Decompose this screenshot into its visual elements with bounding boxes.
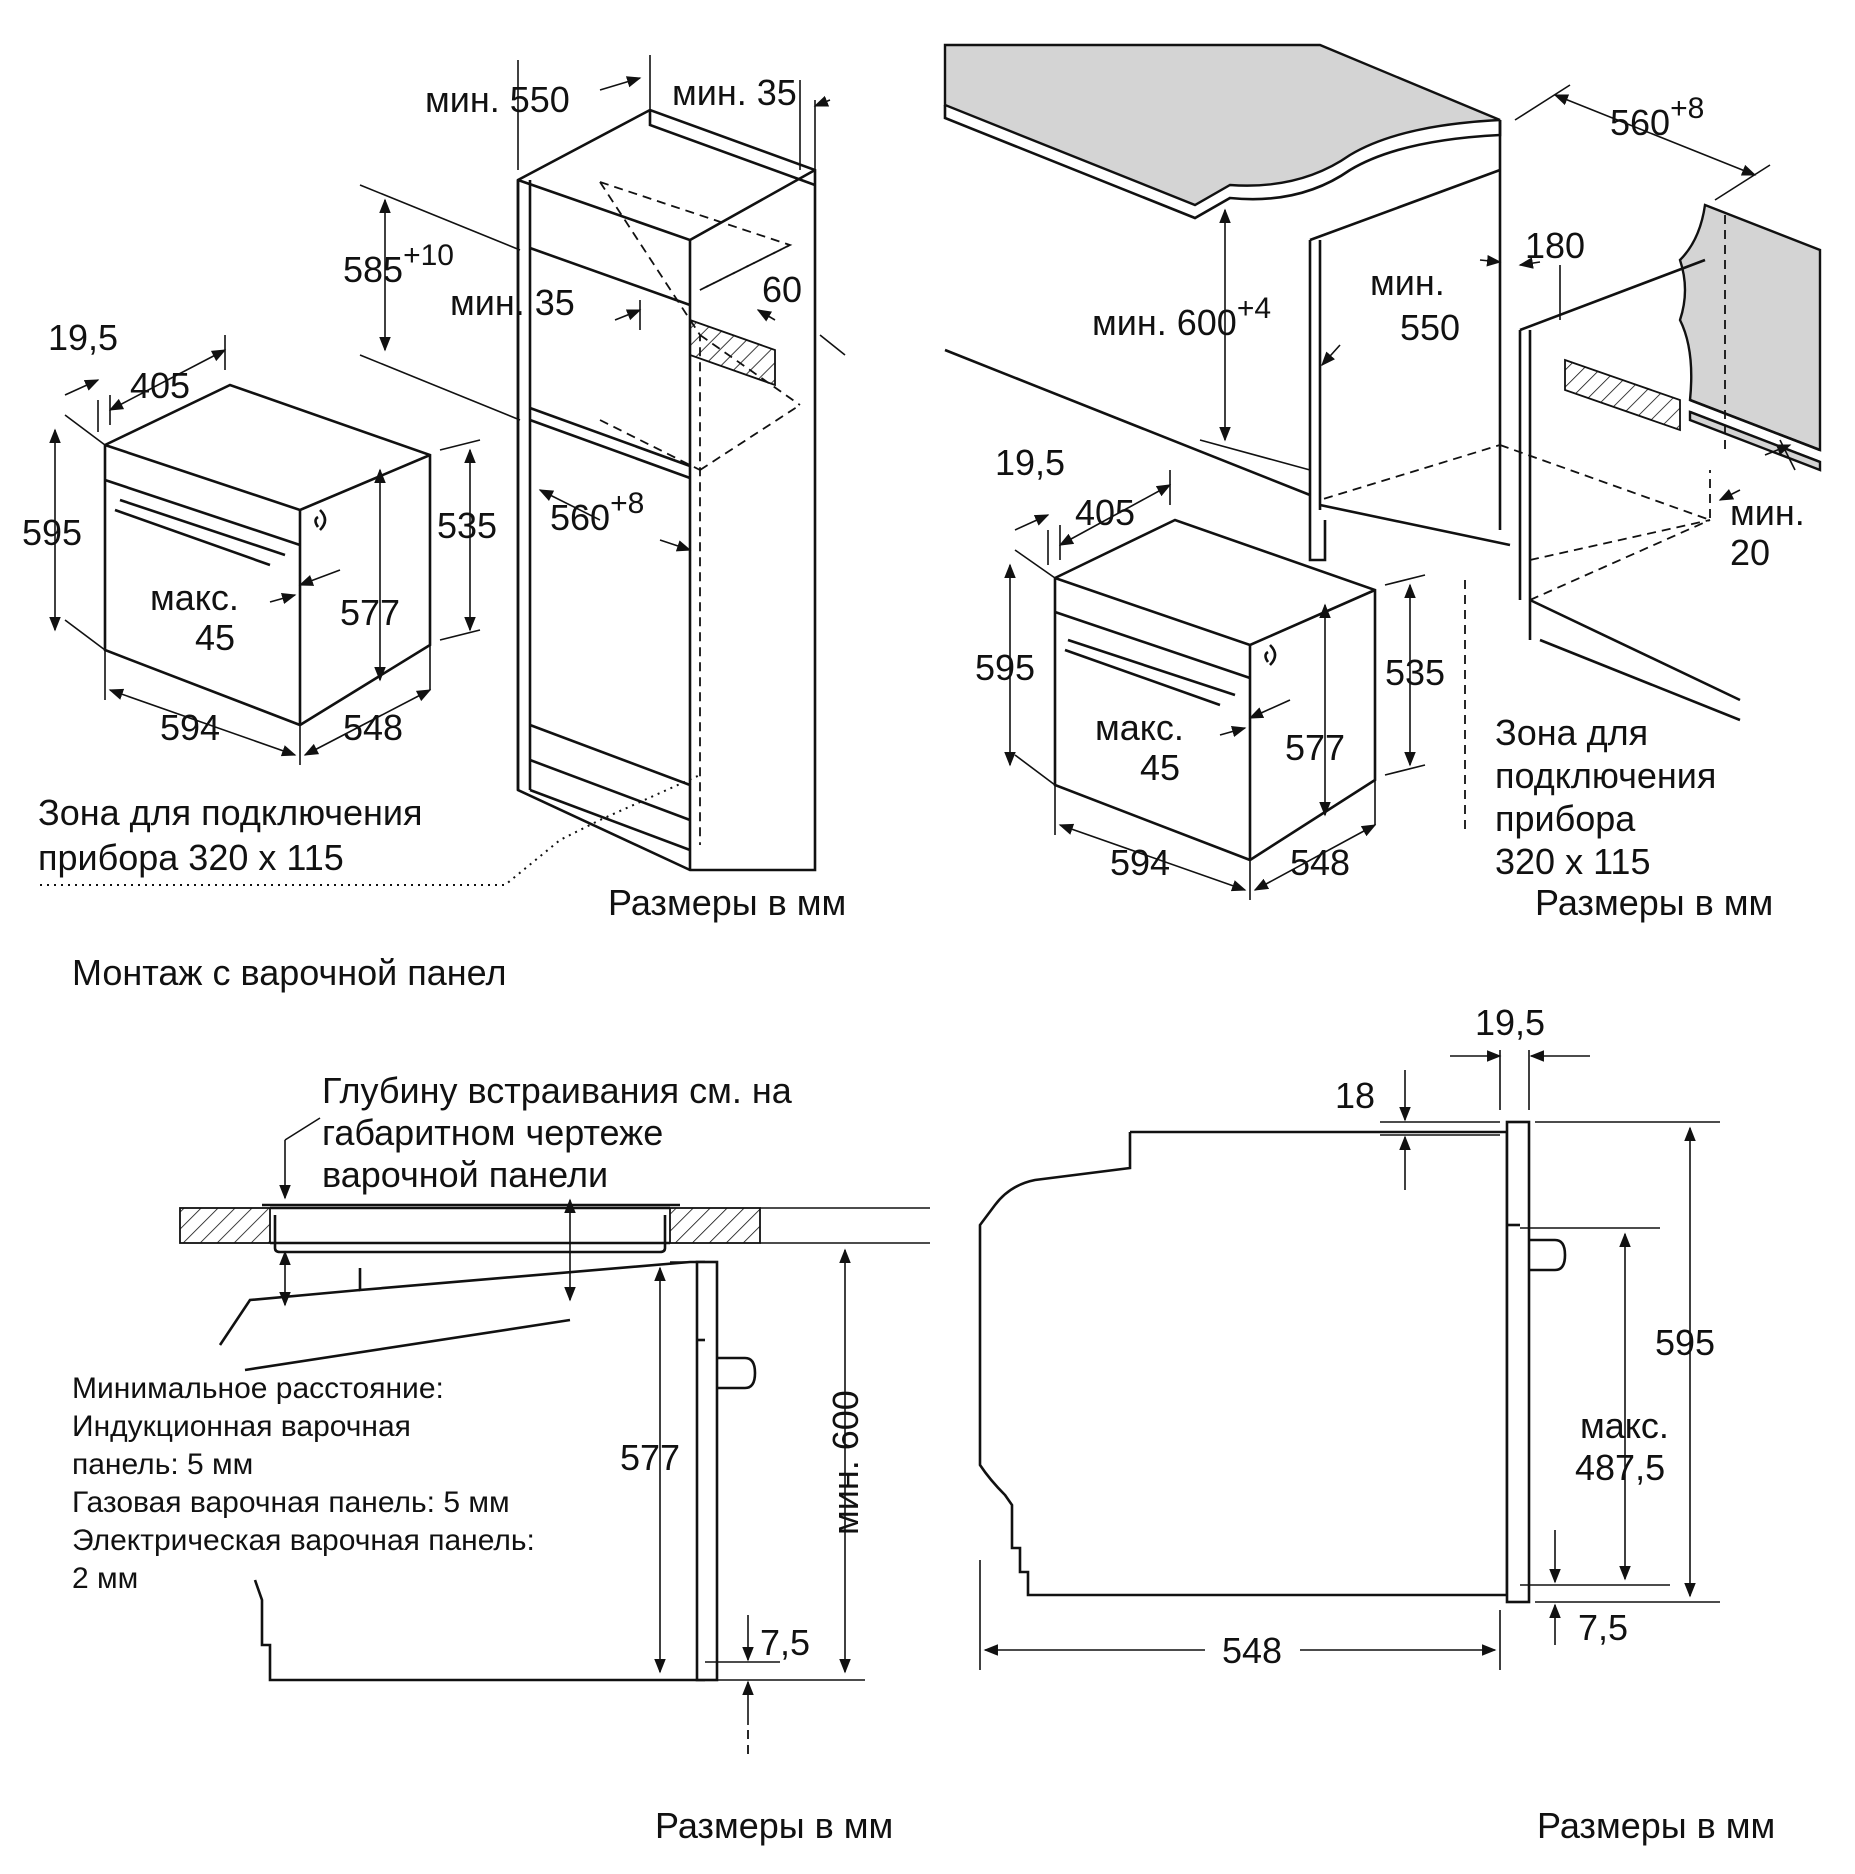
- tr-label-maks: макс.: [1095, 707, 1184, 748]
- tl-label-535: 535: [437, 505, 497, 546]
- countertop: [943, 43, 1822, 530]
- br-label-595: 595: [1655, 1322, 1715, 1363]
- tr-label-560: 560+8: [1610, 92, 1704, 143]
- tr-zone-line3: прибора: [1495, 798, 1636, 839]
- tr-label-20: 20: [1730, 532, 1770, 573]
- tl-label-60: 60: [762, 269, 802, 310]
- tr-zone-line1: Зона для: [1495, 712, 1648, 753]
- tall-cabinet-diagram: мин. 550 мин. 35 585+10 мин. 35 60 19,5 …: [22, 55, 846, 923]
- tl-label-19-5: 19,5: [48, 317, 118, 358]
- tr-units: Размеры в мм: [1535, 882, 1773, 923]
- tr-zone-line4: 320 х 115: [1495, 841, 1650, 882]
- worktop-right-hatch: [669, 1207, 761, 1244]
- tl-label-594: 594: [160, 707, 220, 748]
- bl-label-7-5: 7,5: [760, 1622, 810, 1663]
- connection-zone-hatch-right: [1564, 358, 1681, 432]
- section-title: Монтаж с варочной панел: [72, 952, 506, 993]
- connection-zone-hatch: [689, 318, 776, 387]
- bl-min-line2: Индукционная варочная: [72, 1410, 411, 1443]
- bl-label-min600: мин. 600: [825, 1390, 866, 1535]
- oven-iso-left: [103, 383, 432, 727]
- tl-label-min35-mid: мин. 35: [450, 282, 575, 323]
- tr-label-min600: мин. 600+4: [1092, 292, 1271, 343]
- tl-label-45: 45: [195, 617, 235, 658]
- bl-min-line1: Минимальное расстояние:: [72, 1372, 444, 1405]
- bl-min-line5: Электрическая варочная панель:: [72, 1524, 535, 1557]
- tr-label-min-b: мин.: [1730, 492, 1805, 533]
- tl-zone-line2: прибора 320 х 115: [38, 837, 344, 878]
- tl-label-min35-top: мин. 35: [672, 72, 797, 113]
- tl-label-maks: макс.: [150, 577, 239, 618]
- tr-label-548: 548: [1290, 842, 1350, 883]
- bl-label-577: 577: [620, 1437, 680, 1478]
- tr-label-45: 45: [1140, 747, 1180, 788]
- bl-units: Размеры в мм: [655, 1805, 893, 1846]
- oven-iso-right: [1053, 518, 1377, 862]
- tl-label-560: 560+8: [550, 487, 644, 538]
- tl-label-595: 595: [22, 512, 82, 553]
- tall-cabinet: [516, 108, 817, 872]
- hob-section-diagram: Глубину встраивания см. на габаритном че…: [72, 1070, 930, 1846]
- tr-label-550: 550: [1400, 307, 1460, 348]
- tr-label-577: 577: [1285, 727, 1345, 768]
- tl-label-min550: мин. 550: [425, 79, 570, 120]
- tl-label-548: 548: [343, 707, 403, 748]
- under-counter-diagram: 560+8 мин. 550 180 мин. 600+4 19,5 405 м…: [943, 43, 1822, 923]
- br-label-18: 18: [1335, 1075, 1375, 1116]
- bl-min-line4: Газовая варочная панель: 5 мм: [72, 1486, 510, 1519]
- tr-label-594: 594: [1110, 842, 1170, 883]
- under-counter-cabinets: [944, 168, 1741, 722]
- br-label-548: 548: [1222, 1630, 1282, 1671]
- tl-label-585: 585+10: [343, 239, 454, 290]
- tr-label-535: 535: [1385, 652, 1445, 693]
- bl-min-line3: панель: 5 мм: [72, 1448, 253, 1481]
- tl-zone-line1: Зона для подключения: [38, 792, 423, 833]
- br-label-7-5: 7,5: [1578, 1607, 1628, 1648]
- tr-label-180: 180: [1525, 225, 1585, 266]
- oven-side-diagram: 19,5 18 595 макс. 487,5 548 7,5 Размеры …: [978, 1002, 1775, 1846]
- tr-label-595: 595: [975, 647, 1035, 688]
- tr-label-min-a: мин.: [1370, 262, 1445, 303]
- bl-min-line6: 2 мм: [72, 1562, 138, 1595]
- tr-zone-line2: подключения: [1495, 755, 1716, 796]
- tr-label-19-5: 19,5: [995, 442, 1065, 483]
- bl-note-line2: габаритном чертеже: [322, 1112, 663, 1153]
- tr-label-405: 405: [1075, 492, 1135, 533]
- tl-label-577: 577: [340, 592, 400, 633]
- br-label-487-5: 487,5: [1575, 1447, 1665, 1488]
- br-label-maks: макс.: [1580, 1405, 1669, 1446]
- tl-label-405: 405: [130, 365, 190, 406]
- tl-dimension-lines: [40, 55, 846, 886]
- bl-note-line1: Глубину встраивания см. на: [322, 1070, 793, 1111]
- tl-units: Размеры в мм: [608, 882, 846, 923]
- br-units: Размеры в мм: [1537, 1805, 1775, 1846]
- worktop-left-hatch: [179, 1207, 271, 1244]
- bl-note-line3: варочной панели: [322, 1154, 608, 1195]
- tr-dimension-lines: [1004, 84, 1796, 900]
- br-label-19-5: 19,5: [1475, 1002, 1545, 1043]
